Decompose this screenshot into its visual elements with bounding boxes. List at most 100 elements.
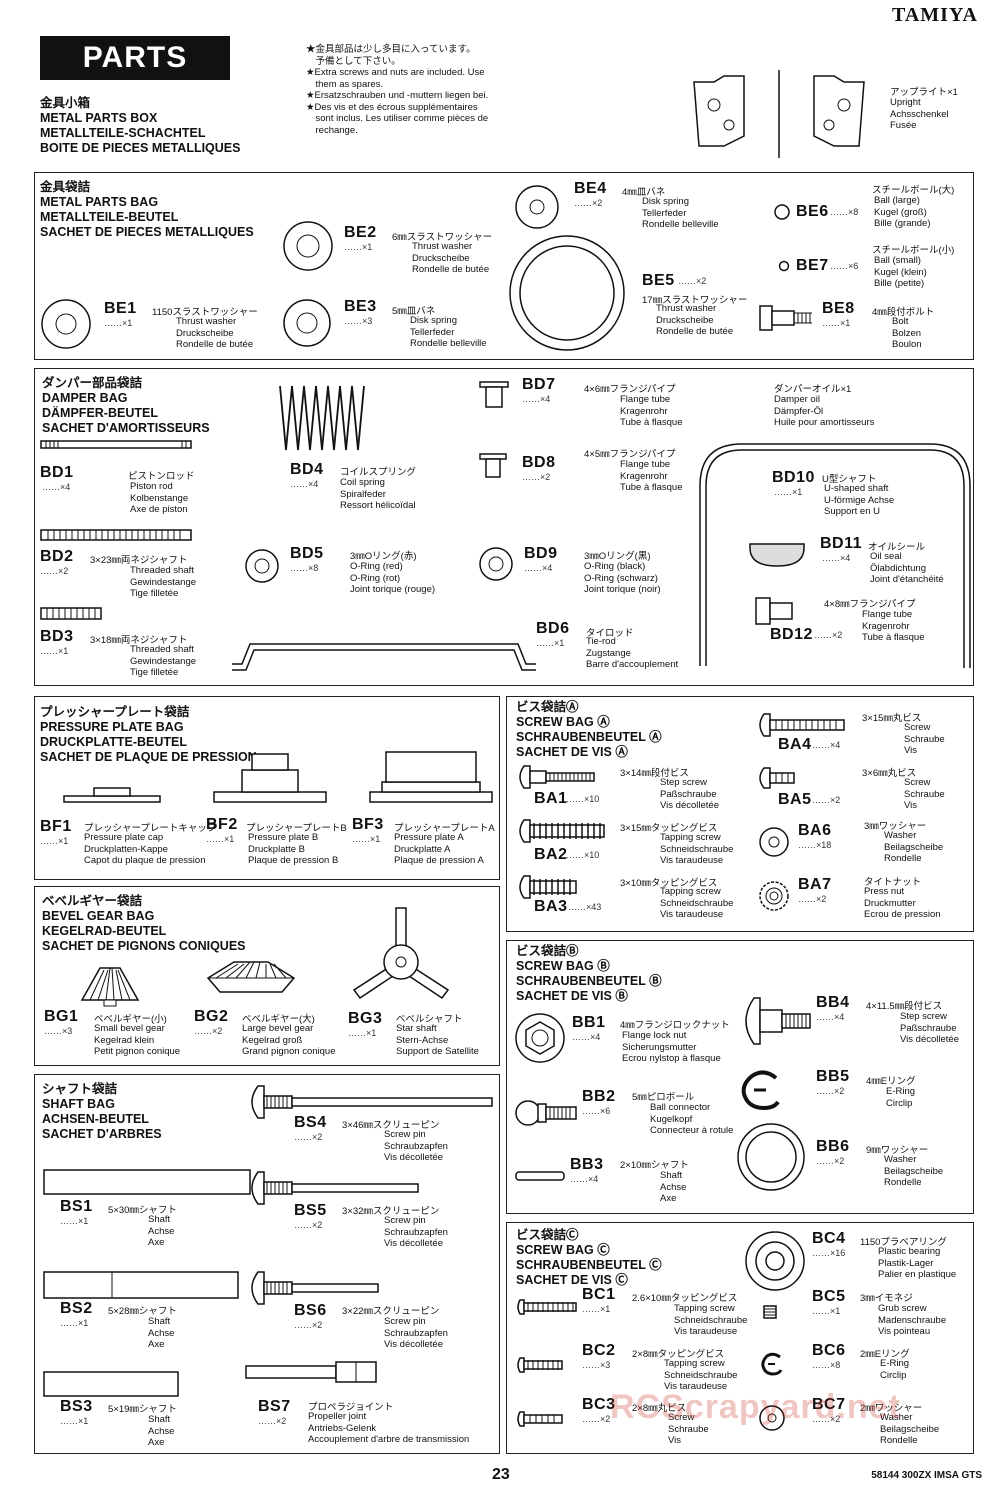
be3-names: Disk spring Tellerfeder Rondelle bellevi… xyxy=(410,315,487,349)
footer-model: 58144 300ZX IMSA GTS xyxy=(871,1470,982,1481)
ba7-code: BA7 xyxy=(798,876,832,893)
bg1-spec: ベベルギヤー(小) xyxy=(94,1014,167,1025)
flange-tube-bd12-icon xyxy=(755,597,793,625)
oil-names: Damper oil Dämpfer-Öl Huile pour amortis… xyxy=(774,394,875,428)
be8-code: BE8 xyxy=(822,300,855,317)
bb2-qty: ……×6 xyxy=(582,1106,611,1116)
bb1-code: BB1 xyxy=(572,1014,606,1031)
disk-spring-5mm-icon xyxy=(283,299,331,347)
bc7-code: BC7 xyxy=(812,1396,846,1413)
screw-pin-bs6-icon xyxy=(251,1271,379,1305)
star-shaft-icon xyxy=(352,907,450,1000)
bd3-qty: ……×1 xyxy=(40,646,69,656)
be6-names: Ball (large) Kugel (groß) Bille (grande) xyxy=(874,195,931,229)
be1-qty: ……×1 xyxy=(104,318,133,328)
bb6-qty: ……×2 xyxy=(816,1156,845,1166)
ba2-qty: ……×10 xyxy=(566,850,600,860)
bc2-qty: ……×3 xyxy=(582,1360,611,1370)
oil-spec: ダンパーオイル×1 xyxy=(774,384,852,395)
watermark: RCScrapyard.net xyxy=(610,1388,901,1426)
ba2-code: BA2 xyxy=(534,846,568,863)
bc5-spec: 3㎜イモネジ xyxy=(860,1293,913,1304)
bc4-spec: 1150プラベアリング xyxy=(860,1237,947,1248)
thrust-washer-1150-icon xyxy=(41,299,91,349)
bg2-code: BG2 xyxy=(194,1008,229,1025)
ba5-qty: ……×2 xyxy=(812,795,841,805)
screw-bag-b-frame xyxy=(506,940,974,1214)
bd3-names: Threaded shaft Gewindestange Tige fillet… xyxy=(130,644,197,678)
be2-code: BE2 xyxy=(344,224,377,241)
threaded-shaft-bd3-icon xyxy=(40,607,102,620)
be8-qty: ……×1 xyxy=(822,318,851,328)
be7-names: Ball (small) Kugel (klein) Bille (petite… xyxy=(874,255,927,289)
bc6-qty: ……×8 xyxy=(812,1360,841,1370)
bolt-icon xyxy=(759,305,812,331)
bd5-qty: ……×8 xyxy=(290,563,319,573)
shaft-bs2-icon xyxy=(43,1271,239,1299)
shaft-bs1-icon xyxy=(43,1169,251,1195)
bs2-names: Shaft Achse Axe xyxy=(148,1316,175,1350)
bd10-spec: U型シャフト xyxy=(822,474,877,485)
bg3-code: BG3 xyxy=(348,1010,383,1027)
bd2-qty: ……×2 xyxy=(40,566,69,576)
bb4-names: Step screw Paßschraube Vis décolletée xyxy=(900,1011,959,1045)
small-bevel-gear-icon xyxy=(80,967,140,1007)
ba1-spec: 3×14㎜段付ビス xyxy=(620,768,689,779)
bf3-spec: プレッシャープレートA xyxy=(394,823,495,834)
be5-qty: ……×2 xyxy=(678,276,707,286)
pressure-plate-b-icon xyxy=(213,753,327,803)
bd2-names: Threaded shaft Gewindestange Tige fillet… xyxy=(130,565,197,599)
be5-spec: 17㎜スラストワッシャー xyxy=(642,295,748,306)
bs2-qty: ……×1 xyxy=(60,1318,89,1328)
parts-title: PARTS xyxy=(40,36,230,80)
large-bevel-gear-icon xyxy=(206,961,296,993)
bd8-code: BD8 xyxy=(522,454,556,471)
be2-names: Thrust washer Druckscheibe Rondelle de b… xyxy=(412,241,490,275)
tie-rod-icon xyxy=(232,643,536,671)
brand-logo: TAMIYA xyxy=(891,4,978,26)
upright-icon xyxy=(693,70,865,158)
bb4-code: BB4 xyxy=(816,994,850,1011)
bs6-code: BS6 xyxy=(294,1302,327,1319)
be1-code: BE1 xyxy=(104,300,137,317)
bb1-spec: 4㎜フランジロックナット xyxy=(620,1020,730,1031)
bs4-code: BS4 xyxy=(294,1114,327,1131)
upright-spec: アップライト×1 xyxy=(890,87,958,98)
metal-bag-frame xyxy=(34,172,974,360)
bs6-spec: 3×22㎜スクリューピン xyxy=(342,1306,440,1317)
bd1-code: BD1 xyxy=(40,464,74,481)
bg2-spec: ベベルギヤー(大) xyxy=(242,1014,315,1025)
step-screw-ba1-icon xyxy=(519,765,595,789)
bd4-names: Coil spring Spiralfeder Ressort hélicoïd… xyxy=(340,477,416,511)
bf2-code: BF2 xyxy=(206,816,238,833)
bs5-spec: 3×32㎜スクリューピン xyxy=(342,1206,440,1217)
bd10-code: BD10 xyxy=(772,469,815,486)
be8-names: Bolt Bolzen Boulon xyxy=(892,316,922,350)
bd4-spec: コイルスプリング xyxy=(340,467,417,478)
damper-bag-title: ダンパー部品袋詰 DAMPER BAG DÄMPFER-BEUTEL SACHE… xyxy=(42,376,210,435)
ba3-qty: ……×43 xyxy=(568,902,602,912)
bd6-qty: ……×1 xyxy=(536,638,565,648)
bc3-qty: ……×2 xyxy=(582,1414,611,1424)
piston-rod-icon xyxy=(40,440,192,449)
bd7-spec: 4×6㎜フランジパイプ xyxy=(584,384,676,395)
be4-qty: ……×2 xyxy=(574,198,603,208)
pressure-bag-title: プレッシャープレート袋詰 PRESSURE PLATE BAG DRUCKPLA… xyxy=(40,705,257,764)
bg2-names: Large bevel gear Kegelrad groß Grand pig… xyxy=(242,1023,336,1057)
bc7-spec: 2㎜ワッシャー xyxy=(860,1403,923,1414)
bf1-code: BF1 xyxy=(40,818,72,835)
bd3-code: BD3 xyxy=(40,628,74,645)
bc6-spec: 2㎜Eリング xyxy=(860,1349,910,1360)
ba5-spec: 3×6㎜丸ビス xyxy=(862,768,917,779)
coil-spring-icon xyxy=(279,385,365,451)
ba2-names: Tapping screw Schneidschraube Vis taraud… xyxy=(660,832,734,866)
bs4-names: Screw pin Schraubzapfen Vis décolletée xyxy=(384,1129,448,1163)
ba5-names: Screw Schraube Vis xyxy=(904,777,945,811)
shaft-bb3-icon xyxy=(515,1171,565,1181)
tapping-screw-bc2-icon xyxy=(517,1357,563,1373)
ba2-spec: 3×15㎜タッピングビス xyxy=(620,823,718,834)
bb2-names: Ball connector Kugelkopf Connecteur à ro… xyxy=(650,1102,734,1136)
bd1-spec: ピストンロッド xyxy=(128,471,195,482)
threaded-shaft-bd2-icon xyxy=(40,529,192,541)
be6-qty: ……×8 xyxy=(830,207,859,217)
